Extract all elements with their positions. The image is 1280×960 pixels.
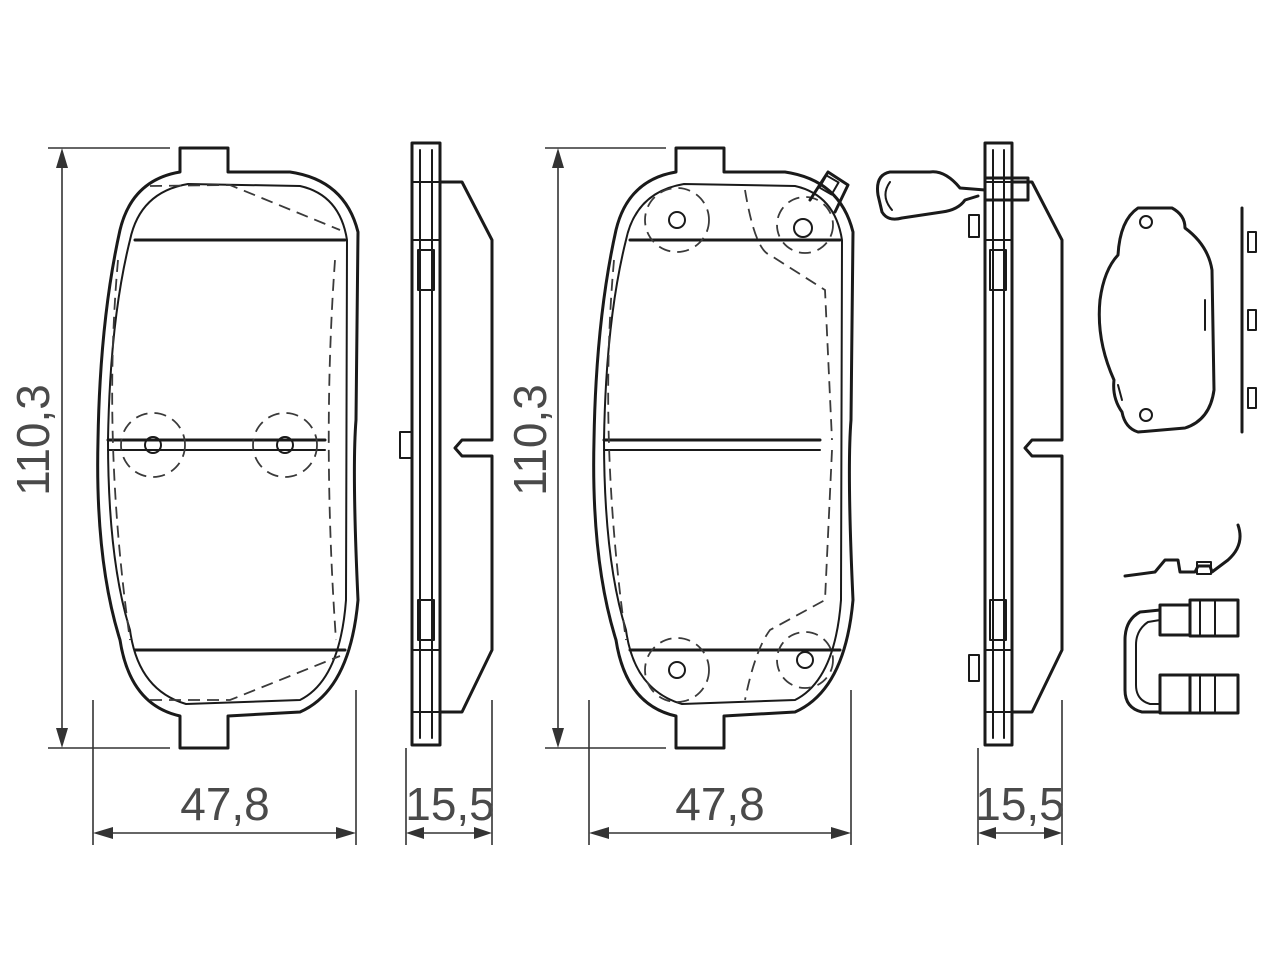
pad2-spring-clip [876, 170, 1030, 221]
pad2-front-view [592, 146, 855, 750]
pad2-width-label: 47,8 [675, 778, 765, 830]
pad2-thickness-label: 15,5 [975, 778, 1065, 830]
pad2-height-dimension: 110,3 [504, 147, 666, 749]
pad2-thickness-dimension: 15,5 [975, 700, 1065, 845]
shim-plate-front-view [1097, 206, 1216, 434]
shim-plate-side-view [1240, 206, 1257, 434]
pad2-height-label: 110,3 [504, 384, 556, 496]
pad1-width-label: 47,8 [180, 778, 270, 830]
pad1-height-label: 110,3 [7, 384, 59, 496]
pad1-thickness-dimension: 15,5 [405, 700, 495, 845]
abutment-clip-side [1123, 523, 1242, 578]
pad1-thickness-label: 15,5 [405, 778, 495, 830]
pad1-height-dimension: 110,3 [7, 147, 170, 749]
pad1-front-view [96, 146, 360, 750]
pad1-side-view [399, 141, 494, 747]
pad2-side-view [968, 141, 1064, 747]
abutment-clip-top [1123, 598, 1240, 715]
pad1-width-dimension: 47,8 [92, 690, 357, 845]
pad2-width-dimension: 47,8 [588, 690, 852, 845]
